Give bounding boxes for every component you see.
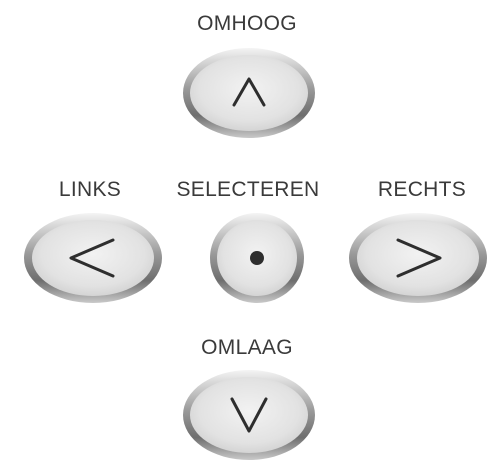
label-select: SELECTEREN <box>176 178 320 201</box>
left-button[interactable] <box>23 212 163 304</box>
up-button[interactable] <box>182 47 316 139</box>
label-down: OMLAAG <box>201 336 293 359</box>
chevron-down-icon <box>230 397 268 433</box>
label-left: LINKS <box>58 178 122 201</box>
down-button[interactable] <box>182 369 316 461</box>
label-up: OMHOOG <box>197 12 297 35</box>
chevron-up-icon <box>232 77 266 107</box>
chevron-left-icon <box>69 238 115 278</box>
label-right: RECHTS <box>377 178 467 201</box>
chevron-right-icon <box>396 238 442 278</box>
select-button[interactable] <box>209 212 305 304</box>
dot-icon <box>250 251 264 265</box>
right-button[interactable] <box>348 212 488 304</box>
